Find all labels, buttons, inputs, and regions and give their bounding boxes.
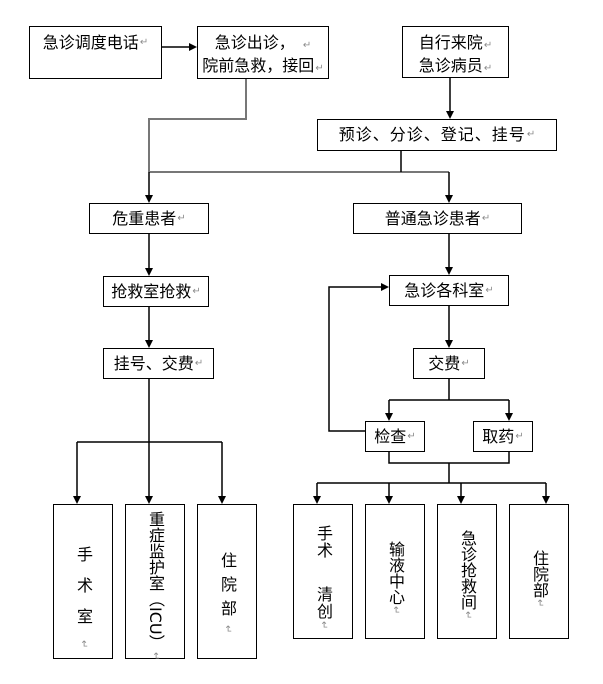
arrowhead <box>381 283 389 291</box>
node-label: 抢救室抢救 <box>111 281 192 301</box>
paragraph-mark-icon: ↵ <box>534 599 545 608</box>
node-surgery-debridement: 手术清创↵ <box>293 504 353 639</box>
node-label: 急诊出诊， <box>214 33 295 52</box>
node-label-vertical: 手术室↵ <box>74 546 93 649</box>
node-label: 检查 <box>374 426 407 446</box>
arrowhead <box>313 496 321 504</box>
paragraph-mark-icon: ↵ <box>483 40 493 51</box>
arrowhead <box>145 268 153 276</box>
node-label: 急诊抢救间 <box>458 530 477 610</box>
arrowhead <box>445 195 453 203</box>
node-departments: 急诊各科室↵ <box>389 275 509 306</box>
node-label: 急诊调度电话 <box>42 33 139 52</box>
node-label: 院前急救，接回 <box>202 56 315 75</box>
arrowhead <box>385 413 393 421</box>
paragraph-mark-icon: ↵ <box>461 357 470 369</box>
paragraph-mark-icon: ↵ <box>481 212 491 224</box>
node-label-line: 自行来院↵ <box>419 33 492 56</box>
arrowhead <box>145 195 153 203</box>
node-resus-room: 抢救室抢救↵ <box>103 276 209 307</box>
paragraph-mark-icon: ↵ <box>526 129 536 140</box>
paragraph-mark-icon: ↵ <box>315 63 324 74</box>
connector-prehospital-to-critical <box>148 79 247 172</box>
arrowhead <box>542 496 550 504</box>
arrowhead <box>145 496 153 504</box>
node-dispatch-call: 急诊调度电话↵ <box>29 26 162 79</box>
node-infusion-center: 输液中心↵ <box>365 504 425 639</box>
node-label-line: 急诊病员↵ <box>419 56 492 79</box>
connector-exam-loop-to-departments <box>328 286 382 432</box>
node-triage: 预诊、分诊、登记、挂号↵ <box>317 119 557 151</box>
node-label-vertical: 急诊抢救间↵ <box>458 530 477 620</box>
node-label: 清创 <box>314 586 333 620</box>
paragraph-mark-icon: ↵ <box>302 40 312 51</box>
node-er-resus-room: 急诊抢救间↵ <box>437 504 497 639</box>
arrowhead <box>73 496 81 504</box>
paragraph-mark-icon: ↵ <box>407 430 416 442</box>
node-prehospital: 急诊出诊，↵ 院前急救，接回↵ <box>197 26 329 79</box>
paragraph-mark-icon: ↵ <box>318 621 329 631</box>
arrowhead <box>445 340 453 348</box>
paragraph-mark-icon: ↵ <box>462 611 473 620</box>
node-label: 急诊各科室 <box>404 280 485 300</box>
arrowhead <box>446 111 454 119</box>
node-label: 住院部 <box>530 550 549 598</box>
node-critical: 危重患者↵ <box>89 203 209 234</box>
node-label-vertical: 重症监护室（ICU）↵ <box>146 511 165 660</box>
arrowhead <box>445 267 453 275</box>
node-label-line: 急诊出诊， ↵ <box>215 33 311 56</box>
arrowhead <box>505 413 513 421</box>
node-exam: 检查↵ <box>365 421 425 452</box>
node-label-vertical: 住院部↵ <box>530 550 549 608</box>
node-label: 重症监护室（ICU） <box>146 511 165 651</box>
node-pay: 交费↵ <box>413 348 485 379</box>
paragraph-mark-icon: ↵ <box>194 357 204 369</box>
node-inpatient-left: 住院部↵ <box>197 504 257 659</box>
node-label: 取药 <box>482 426 515 446</box>
paragraph-mark-icon: ↵ <box>222 625 233 634</box>
paragraph-mark-icon: ↵ <box>192 285 201 297</box>
paragraph-mark-icon: ↵ <box>139 37 149 48</box>
node-label: 住院部 <box>218 552 237 624</box>
node-label: 手术 <box>314 525 333 559</box>
node-label-vertical: 输液中心↵ <box>386 541 405 615</box>
node-label: 自行来院 <box>418 33 483 52</box>
node-operating-room: 手术室↵ <box>53 504 113 659</box>
node-label: 预诊、分诊、登记、挂号 <box>338 125 526 144</box>
arrowhead <box>457 496 465 504</box>
node-label-line: 院前急救，接回↵ <box>202 56 323 79</box>
node-label: 急诊病员 <box>418 56 483 75</box>
connector-exam-pharmacy-join <box>388 452 510 464</box>
arrowhead <box>385 496 393 504</box>
node-label: 危重患者 <box>112 208 177 228</box>
node-register-pay: 挂号、交费↵ <box>103 348 214 379</box>
arrowhead <box>189 43 197 51</box>
node-label: 挂号、交费 <box>113 353 194 373</box>
node-walk-in: 自行来院↵ 急诊病员↵ <box>402 26 509 78</box>
paragraph-mark-icon: ↵ <box>177 212 186 224</box>
paragraph-mark-icon: ↵ <box>483 63 493 74</box>
paragraph-mark-icon: ↵ <box>150 651 161 660</box>
node-label: 手术室 <box>74 546 93 639</box>
node-icu: 重症监护室（ICU）↵ <box>125 504 185 660</box>
node-inpatient-right: 住院部↵ <box>509 504 569 639</box>
paragraph-mark-icon: ↵ <box>78 640 89 649</box>
paragraph-mark-icon: ↵ <box>390 606 401 615</box>
node-label: 普通急诊患者 <box>384 208 481 228</box>
node-general: 普通急诊患者↵ <box>353 203 522 234</box>
paragraph-mark-icon: ↵ <box>485 284 494 296</box>
paragraph-mark-icon: ↵ <box>515 430 524 442</box>
node-label-vertical: 手术清创↵ <box>314 525 333 631</box>
arrowhead <box>218 496 226 504</box>
arrowhead <box>145 340 153 348</box>
node-pharmacy: 取药↵ <box>473 421 533 452</box>
node-label: 交费 <box>428 353 461 373</box>
node-label: 输液中心 <box>386 541 405 605</box>
node-label-vertical: 住院部↵ <box>218 552 237 634</box>
